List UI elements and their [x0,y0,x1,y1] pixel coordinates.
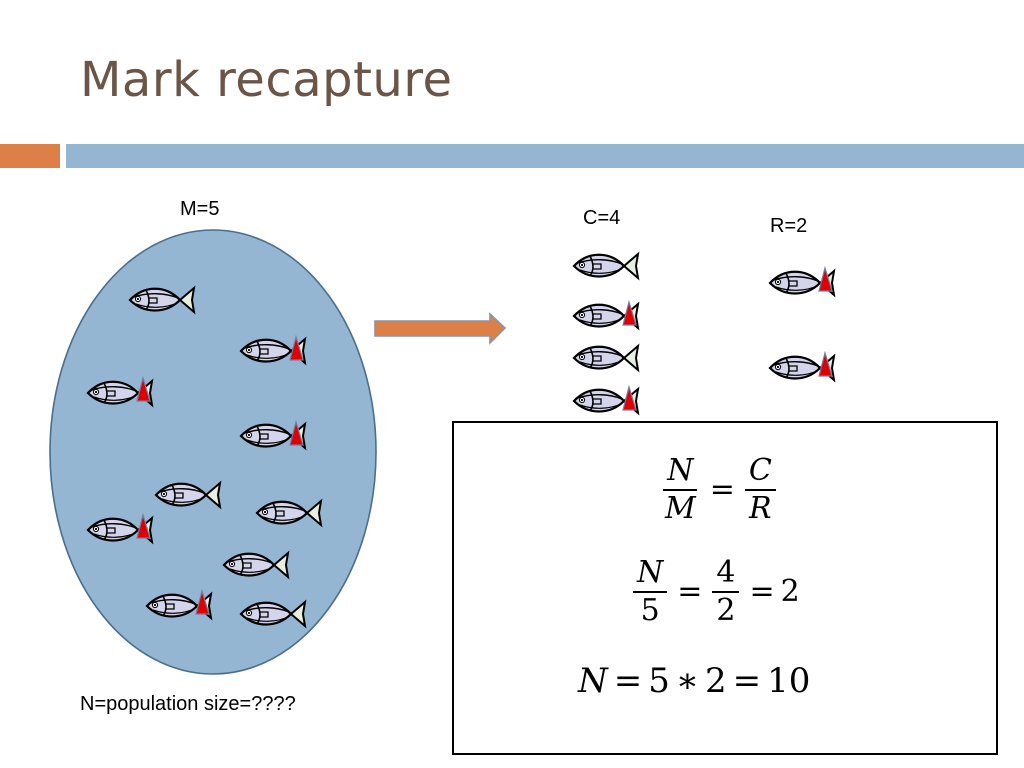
fraction-n-over-m: N M [661,455,700,524]
slide-title: Mark recapture [80,52,453,108]
accent-bar-blue [66,144,1024,168]
arrow-right-icon [374,312,507,345]
eq3-lhs: N [578,661,608,701]
eq1-den-right: R [749,490,772,526]
pond-ellipse [49,229,377,675]
eq3-result: 10 [767,661,811,701]
equation-substituted: N 5 = 4 2 = 2 [629,557,800,626]
fraction-c-over-r: C R [744,455,776,526]
label-population: N=population size=???? [80,693,296,715]
eq3-multiply: ∗ [675,661,699,701]
label-recaptured: R=2 [770,215,808,237]
eq3-a: 5 [648,661,670,701]
eq1-equals: = [709,472,735,507]
eq1-den-left: M [665,490,696,526]
label-captured: C=4 [583,207,621,229]
fraction-4-over-2: 4 2 [712,557,740,628]
eq2-equals-2: = [749,574,775,609]
eq3-b: 2 [705,661,727,701]
eq2-den-left: 5 [640,592,660,628]
eq2-equals-1: = [677,574,703,609]
eq1-num-left: N [663,455,698,491]
eq2-num-right: 4 [712,557,740,593]
eq2-den-right: 2 [716,592,736,628]
equation-ratio: N M = C R [657,455,780,524]
eq2-result: 2 [780,574,800,609]
fraction-n-over-5: N 5 [633,557,668,628]
eq3-equals-1: = [613,661,643,701]
formula-box: N M = C R N 5 = 4 2 = 2 N = 5 ∗ 2 = 10 [452,421,998,755]
eq1-num-right: C [744,455,776,491]
equation-result: N = 5 ∗ 2 = 10 [578,661,810,701]
accent-bar-orange [0,144,60,168]
eq3-equals-2: = [732,661,762,701]
eq2-num-left: N [633,557,668,593]
fish-icon [572,252,640,280]
label-marked: M=5 [180,198,220,220]
fish-icon [572,344,640,372]
